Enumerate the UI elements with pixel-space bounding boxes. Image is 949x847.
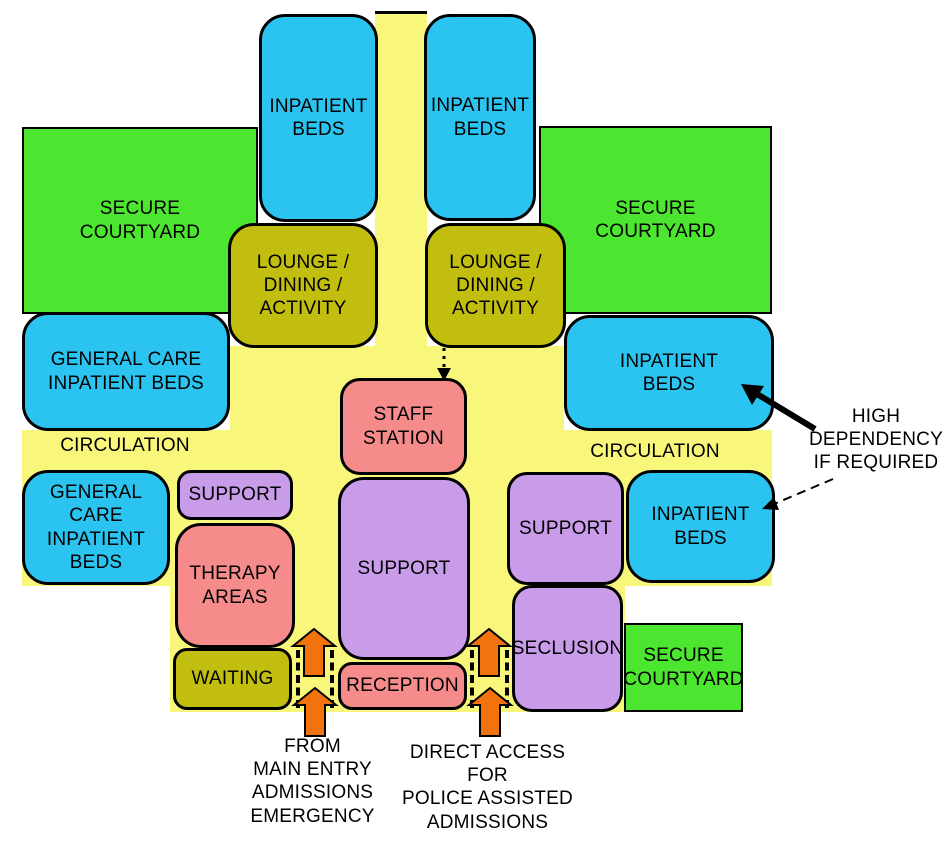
zone-label: STAFF STATION	[363, 404, 444, 449]
zone-inpatient-beds-top-right: INPATIENT BEDS	[424, 14, 536, 221]
annotation-main-entry: FROM MAIN ENTRY ADMISSIONS EMERGENCY	[250, 736, 375, 827]
door-opening-dashes	[330, 650, 334, 708]
zone-seclusion: SECLUSION	[512, 585, 623, 712]
zone-general-care-inpatient-beds-stacked: GENERAL CARE INPATIENT BEDS	[22, 470, 170, 585]
zone-label: SECLUSION	[511, 637, 624, 659]
zone-support-right: SUPPORT	[507, 472, 624, 585]
zone-waiting: WAITING	[173, 648, 292, 710]
zone-lounge-dining-activity-left: LOUNGE / DINING / ACTIVITY	[228, 223, 378, 348]
zone-label: INPATIENT BEDS	[651, 504, 750, 549]
door-opening-dashes	[296, 650, 300, 708]
zone-support-small-left: SUPPORT	[177, 470, 293, 520]
zone-label: INPATIENT BEDS	[430, 95, 530, 140]
door-opening-dashes	[470, 650, 474, 708]
zone-label: WAITING	[191, 668, 274, 690]
annotation-high-dependency: HIGH DEPENDENCY IF REQUIRED	[809, 406, 943, 474]
zone-label: LOUNGE / DINING / ACTIVITY	[449, 251, 542, 320]
zone-secure-courtyard-right: SECURE COURTYARD	[539, 126, 772, 314]
door-opening-dashes	[505, 650, 509, 708]
annotation-police-admissions: DIRECT ACCESS FOR POLICE ASSISTED ADMISS…	[402, 742, 573, 833]
zone-reception: RECEPTION	[338, 662, 467, 710]
zone-label: INPATIENT BEDS	[619, 350, 719, 395]
zone-inpatient-beds-top-left: INPATIENT BEDS	[259, 14, 378, 222]
high-dependency-dashed-arrow-line	[773, 478, 834, 505]
zone-therapy-areas: THERAPY AREAS	[175, 523, 295, 648]
zone-label: RECEPTION	[346, 675, 459, 697]
circulation-label-right: CIRCULATION	[590, 441, 720, 462]
zone-label: SECURE COURTYARD	[79, 198, 201, 243]
zone-secure-courtyard-left: SECURE COURTYARD	[22, 127, 258, 314]
zone-label: SUPPORT	[357, 557, 451, 579]
zone-label: GENERAL CARE INPATIENT BEDS	[46, 482, 146, 573]
zone-label: SUPPORT	[519, 517, 612, 539]
zone-label: SECURE COURTYARD	[595, 197, 716, 242]
zone-label: SECURE COURTYARD	[623, 645, 744, 690]
zone-secure-courtyard-small: SECURE COURTYARD	[623, 623, 744, 712]
zone-inpatient-beds-high-dependency-upper: INPATIENT BEDS	[564, 315, 774, 431]
circulation-label-left: CIRCULATION	[60, 435, 190, 456]
zone-lounge-dining-activity-right: LOUNGE / DINING / ACTIVITY	[425, 223, 566, 348]
zone-label: THERAPY AREAS	[189, 563, 281, 608]
zone-staff-station: STAFF STATION	[340, 378, 467, 475]
zone-general-care-inpatient-beds: GENERAL CARE INPATIENT BEDS	[22, 312, 230, 431]
zone-label: LOUNGE / DINING / ACTIVITY	[256, 251, 350, 320]
zone-support-central: SUPPORT	[338, 477, 470, 660]
zone-label: SUPPORT	[188, 484, 282, 506]
zone-inpatient-beds-high-dependency-lower: INPATIENT BEDS	[626, 470, 775, 583]
zone-label: GENERAL CARE INPATIENT BEDS	[48, 349, 204, 394]
zone-label: INPATIENT BEDS	[269, 95, 368, 140]
